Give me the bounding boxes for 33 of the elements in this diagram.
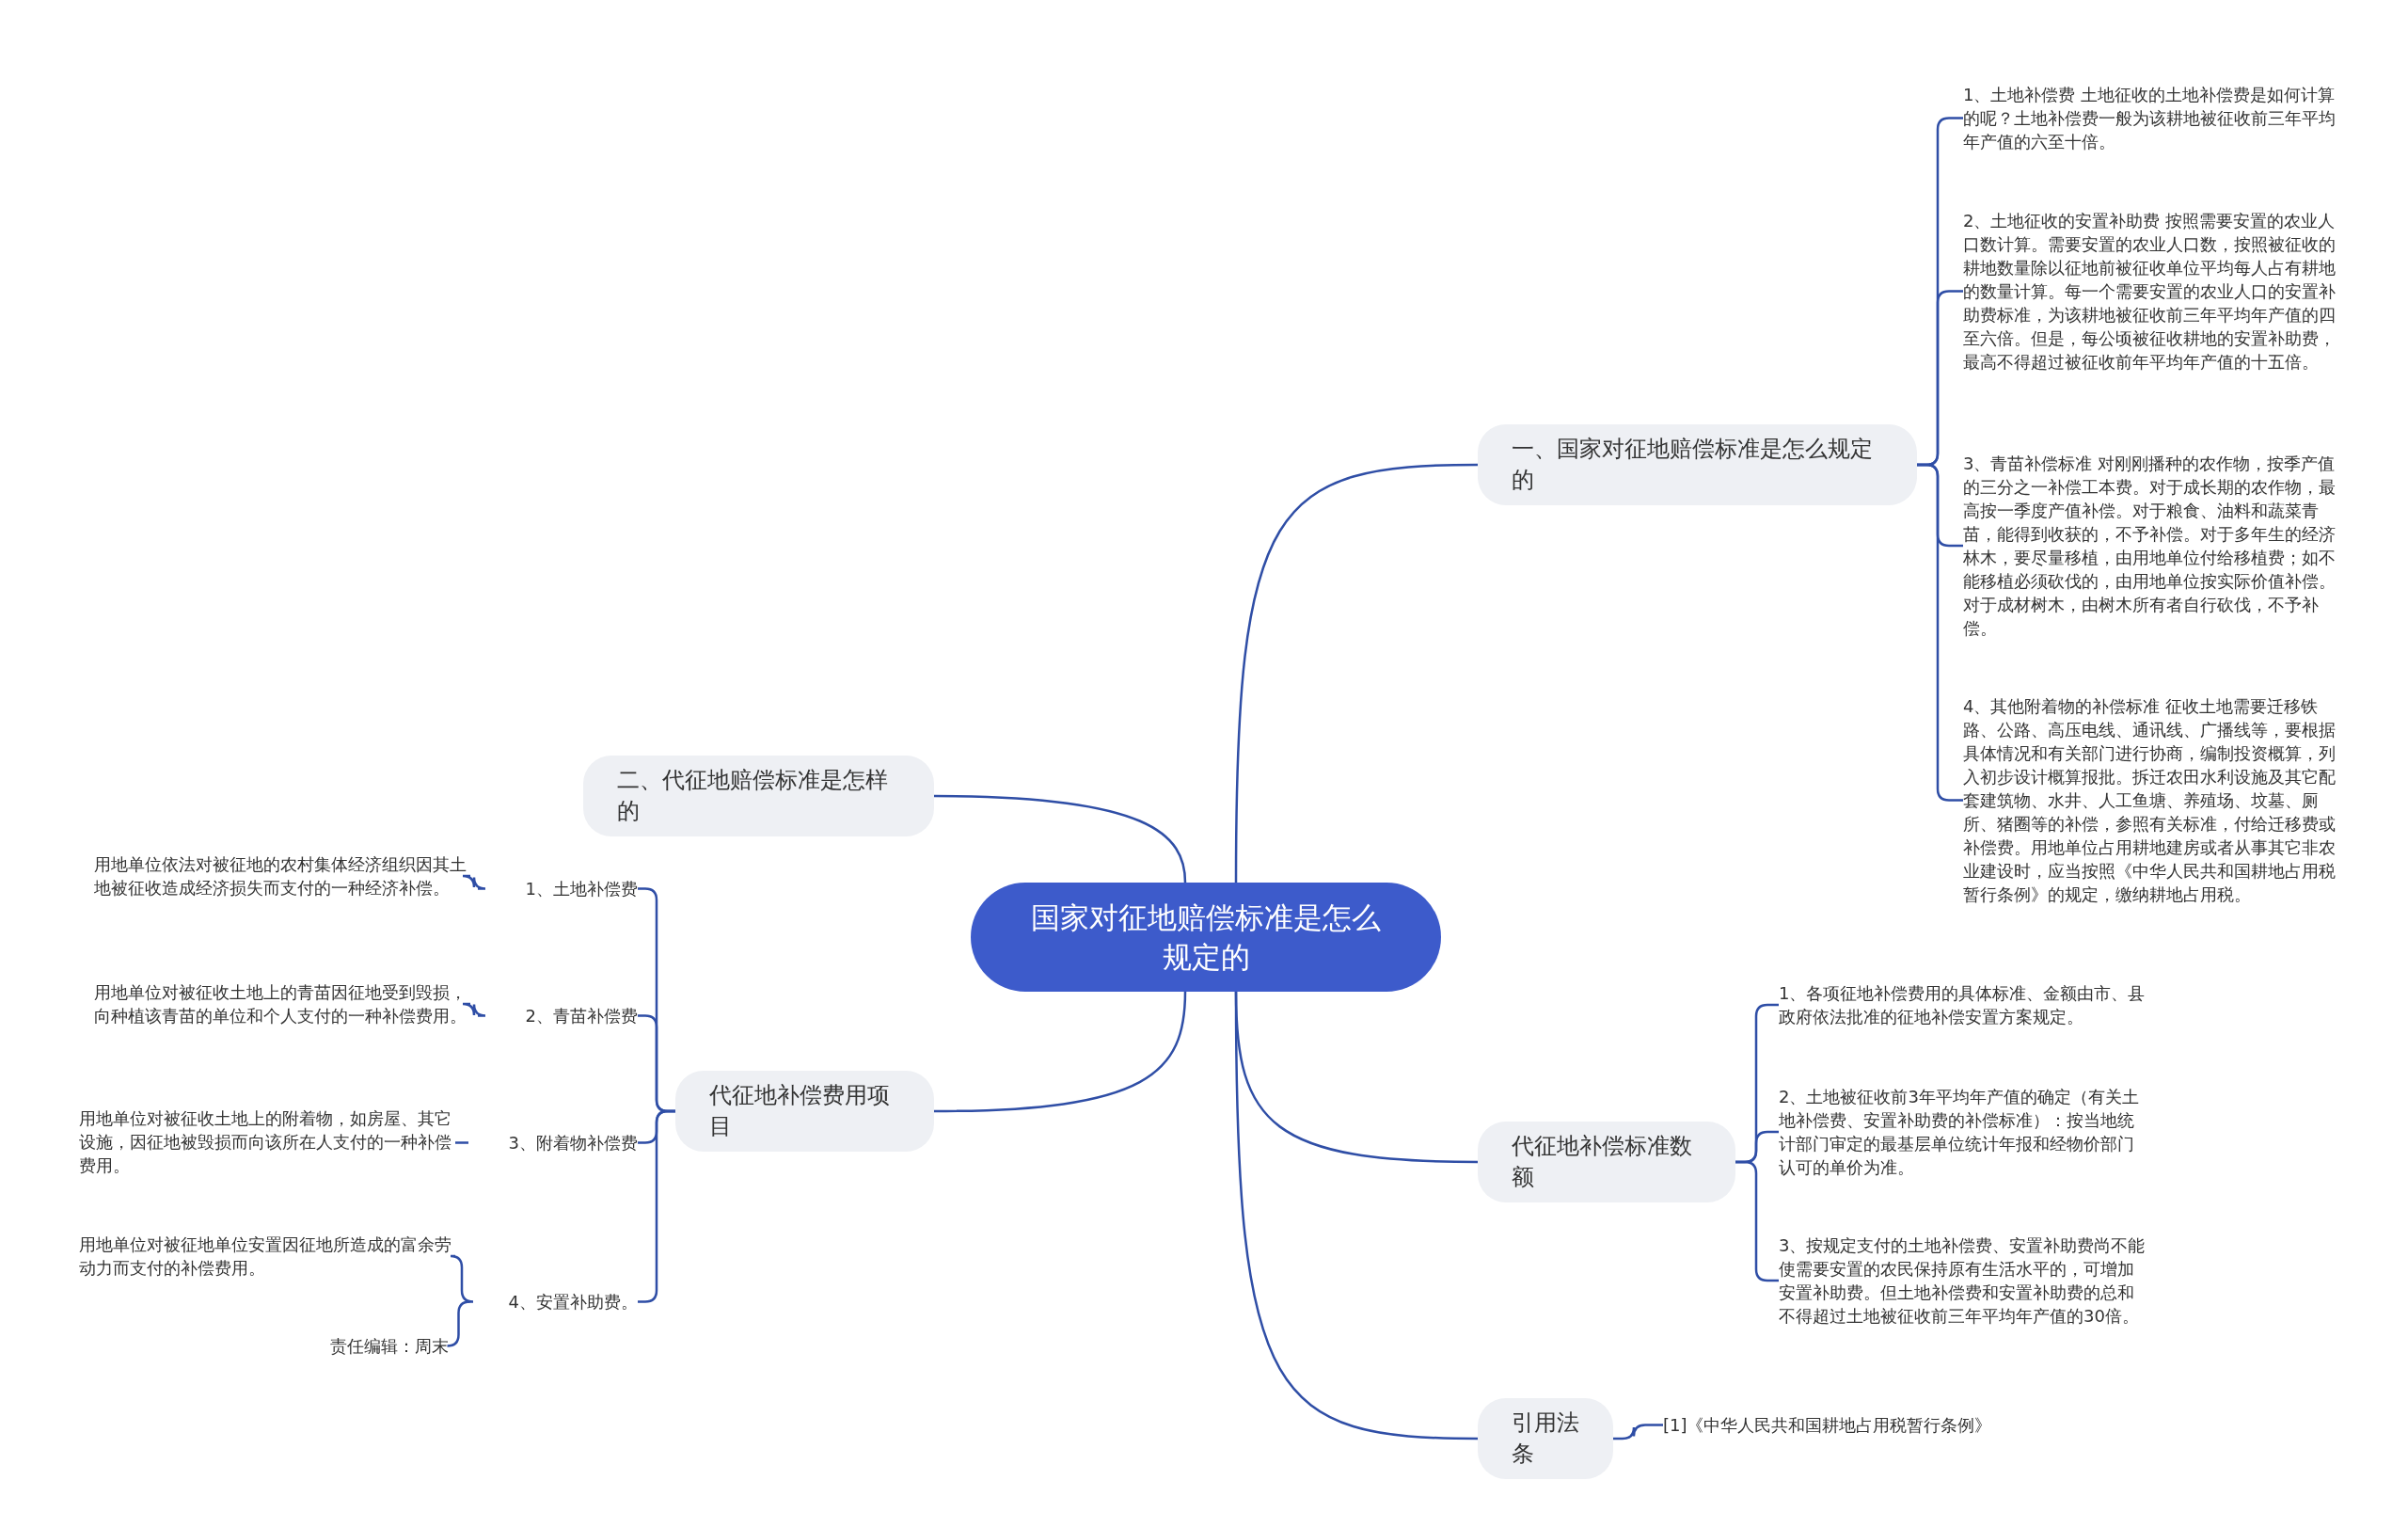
connector-line xyxy=(933,991,1187,1113)
connector-line xyxy=(455,1141,468,1144)
note-text: 2、土地征收的安置补助费 按照需要安置的农业人口数计算。需要安置的农业人口数，按照被征收的耕地数量除以征地前被征收单位平均每人占有耕地的数量计算。每一个需要安置的农业人口的安置补助费标准，为该耕地被征收前三年平均年产值的四至六倍。但是，每公顷被征收耕地的安置补助费，最高不得超过被征收前年平均年产值的十五倍。 xyxy=(1963,209,2339,374)
subtopic-label: 4、安置补助费。 xyxy=(468,1290,638,1313)
note-text: 责任编辑：周末 xyxy=(282,1334,449,1358)
central-topic: 国家对征地赔偿标准是怎么规定的 xyxy=(971,883,1441,992)
topic-pill: 二、代征地赔偿标准是怎样的 xyxy=(583,756,934,836)
connector-line xyxy=(1234,992,1479,1440)
note-text: 3、按规定支付的土地补偿费、安置补助费尚不能使需要安置的农民保持原有生活水平的，可增加安置补助费。但土地补偿费和安置补助费的总和不得超过土地被征收前三年平均年产值的30倍。 xyxy=(1779,1234,2146,1328)
connector-line xyxy=(1234,463,1479,883)
topic-pill: 一、国家对征地赔偿标准是怎么规定的 xyxy=(1478,424,1917,505)
note-text: 用地单位对被征地单位安置因征地所造成的富余劳动力而支付的补偿费用。 xyxy=(79,1233,455,1280)
note-text: 用地单位对被征收土地上的附着物，如房屋、其它设施，因征地被毁损而向该所在人支付的一种补偿费用。 xyxy=(79,1106,455,1177)
subtopic-label: 1、土地补偿费 xyxy=(478,877,638,900)
connector-line xyxy=(461,874,487,890)
note-text: 3、青苗补偿标准 对刚刚播种的农作物，按季产值的三分之一补偿工本费。对于成长期的农作物，最高按一季度产值补偿。对于粮食、油料和蔬菜青苗，能得到收获的，不予补偿。对于多年生的经济林木，要尽量移植，由用地单位付给移植费；如不能移植必须砍伐的，由用地单位按实际价值补偿。对于成材树木，由树木所有者自行砍伐，不予补偿。 xyxy=(1963,452,2339,640)
connector-line xyxy=(461,1002,487,1017)
note-text: 1、各项征地补偿费用的具体标准、金额由市、县政府依法批准的征地补偿安置方案规定。 xyxy=(1779,981,2146,1028)
subtopic-label: 2、青苗补偿费 xyxy=(478,1004,638,1027)
connector-line xyxy=(1613,1424,1663,1440)
note-text: 1、土地补偿费 土地征收的土地补偿费是如何计算的呢？土地补偿费一般为该耕地被征收前三年平均年产值的六至十倍。 xyxy=(1963,83,2339,153)
note-text: 用地单位依法对被征地的农村集体经济组织因其土地被征收造成经济损失而支付的一种经济补偿。 xyxy=(94,852,470,899)
citation-text: [1]《中华人民共和国耕地占用税暂行条例》 xyxy=(1663,1413,2058,1437)
connector-line xyxy=(446,1300,471,1347)
note-text: 4、其他附着物的补偿标准 征收土地需要迁移铁路、公路、高压电线、通讯线、广播线等，要根据具体情况和有关部门进行协商，编制投资概算，列入初步设计概算报批。拆迁农田水利设施及其它配套建筑物、水井、人工鱼塘、养殖场、坟墓、厕所、猪圈等的补偿，参照有关标准，付给迁移费或补偿费。用地单位占用耕地建房或者从事其它非农业建设时，应当按照《中华人民共和国耕地占用税暂行条例》的规定，缴纳耕地占用税。 xyxy=(1963,694,2339,906)
topic-pill: 引用法条 xyxy=(1478,1398,1613,1479)
subtopic-label: 3、附着物补偿费 xyxy=(468,1131,638,1154)
connector-line xyxy=(449,1254,475,1303)
connector-line xyxy=(934,794,1187,883)
note-text: 2、土地被征收前3年平均年产值的确定（有关土地补偿费、安置补助费的补偿标准）：按当地统计部门审定的最基层单位统计年报和经物价部门认可的单价为准。 xyxy=(1779,1085,2146,1179)
topic-pill: 代征地补偿费用项目 xyxy=(675,1071,934,1152)
note-text: 用地单位对被征收土地上的青苗因征地受到毁损，向种植该青苗的单位和个人支付的一种补偿费用。 xyxy=(94,980,470,1027)
topic-pill: 代征地补偿标准数额 xyxy=(1478,1122,1735,1202)
